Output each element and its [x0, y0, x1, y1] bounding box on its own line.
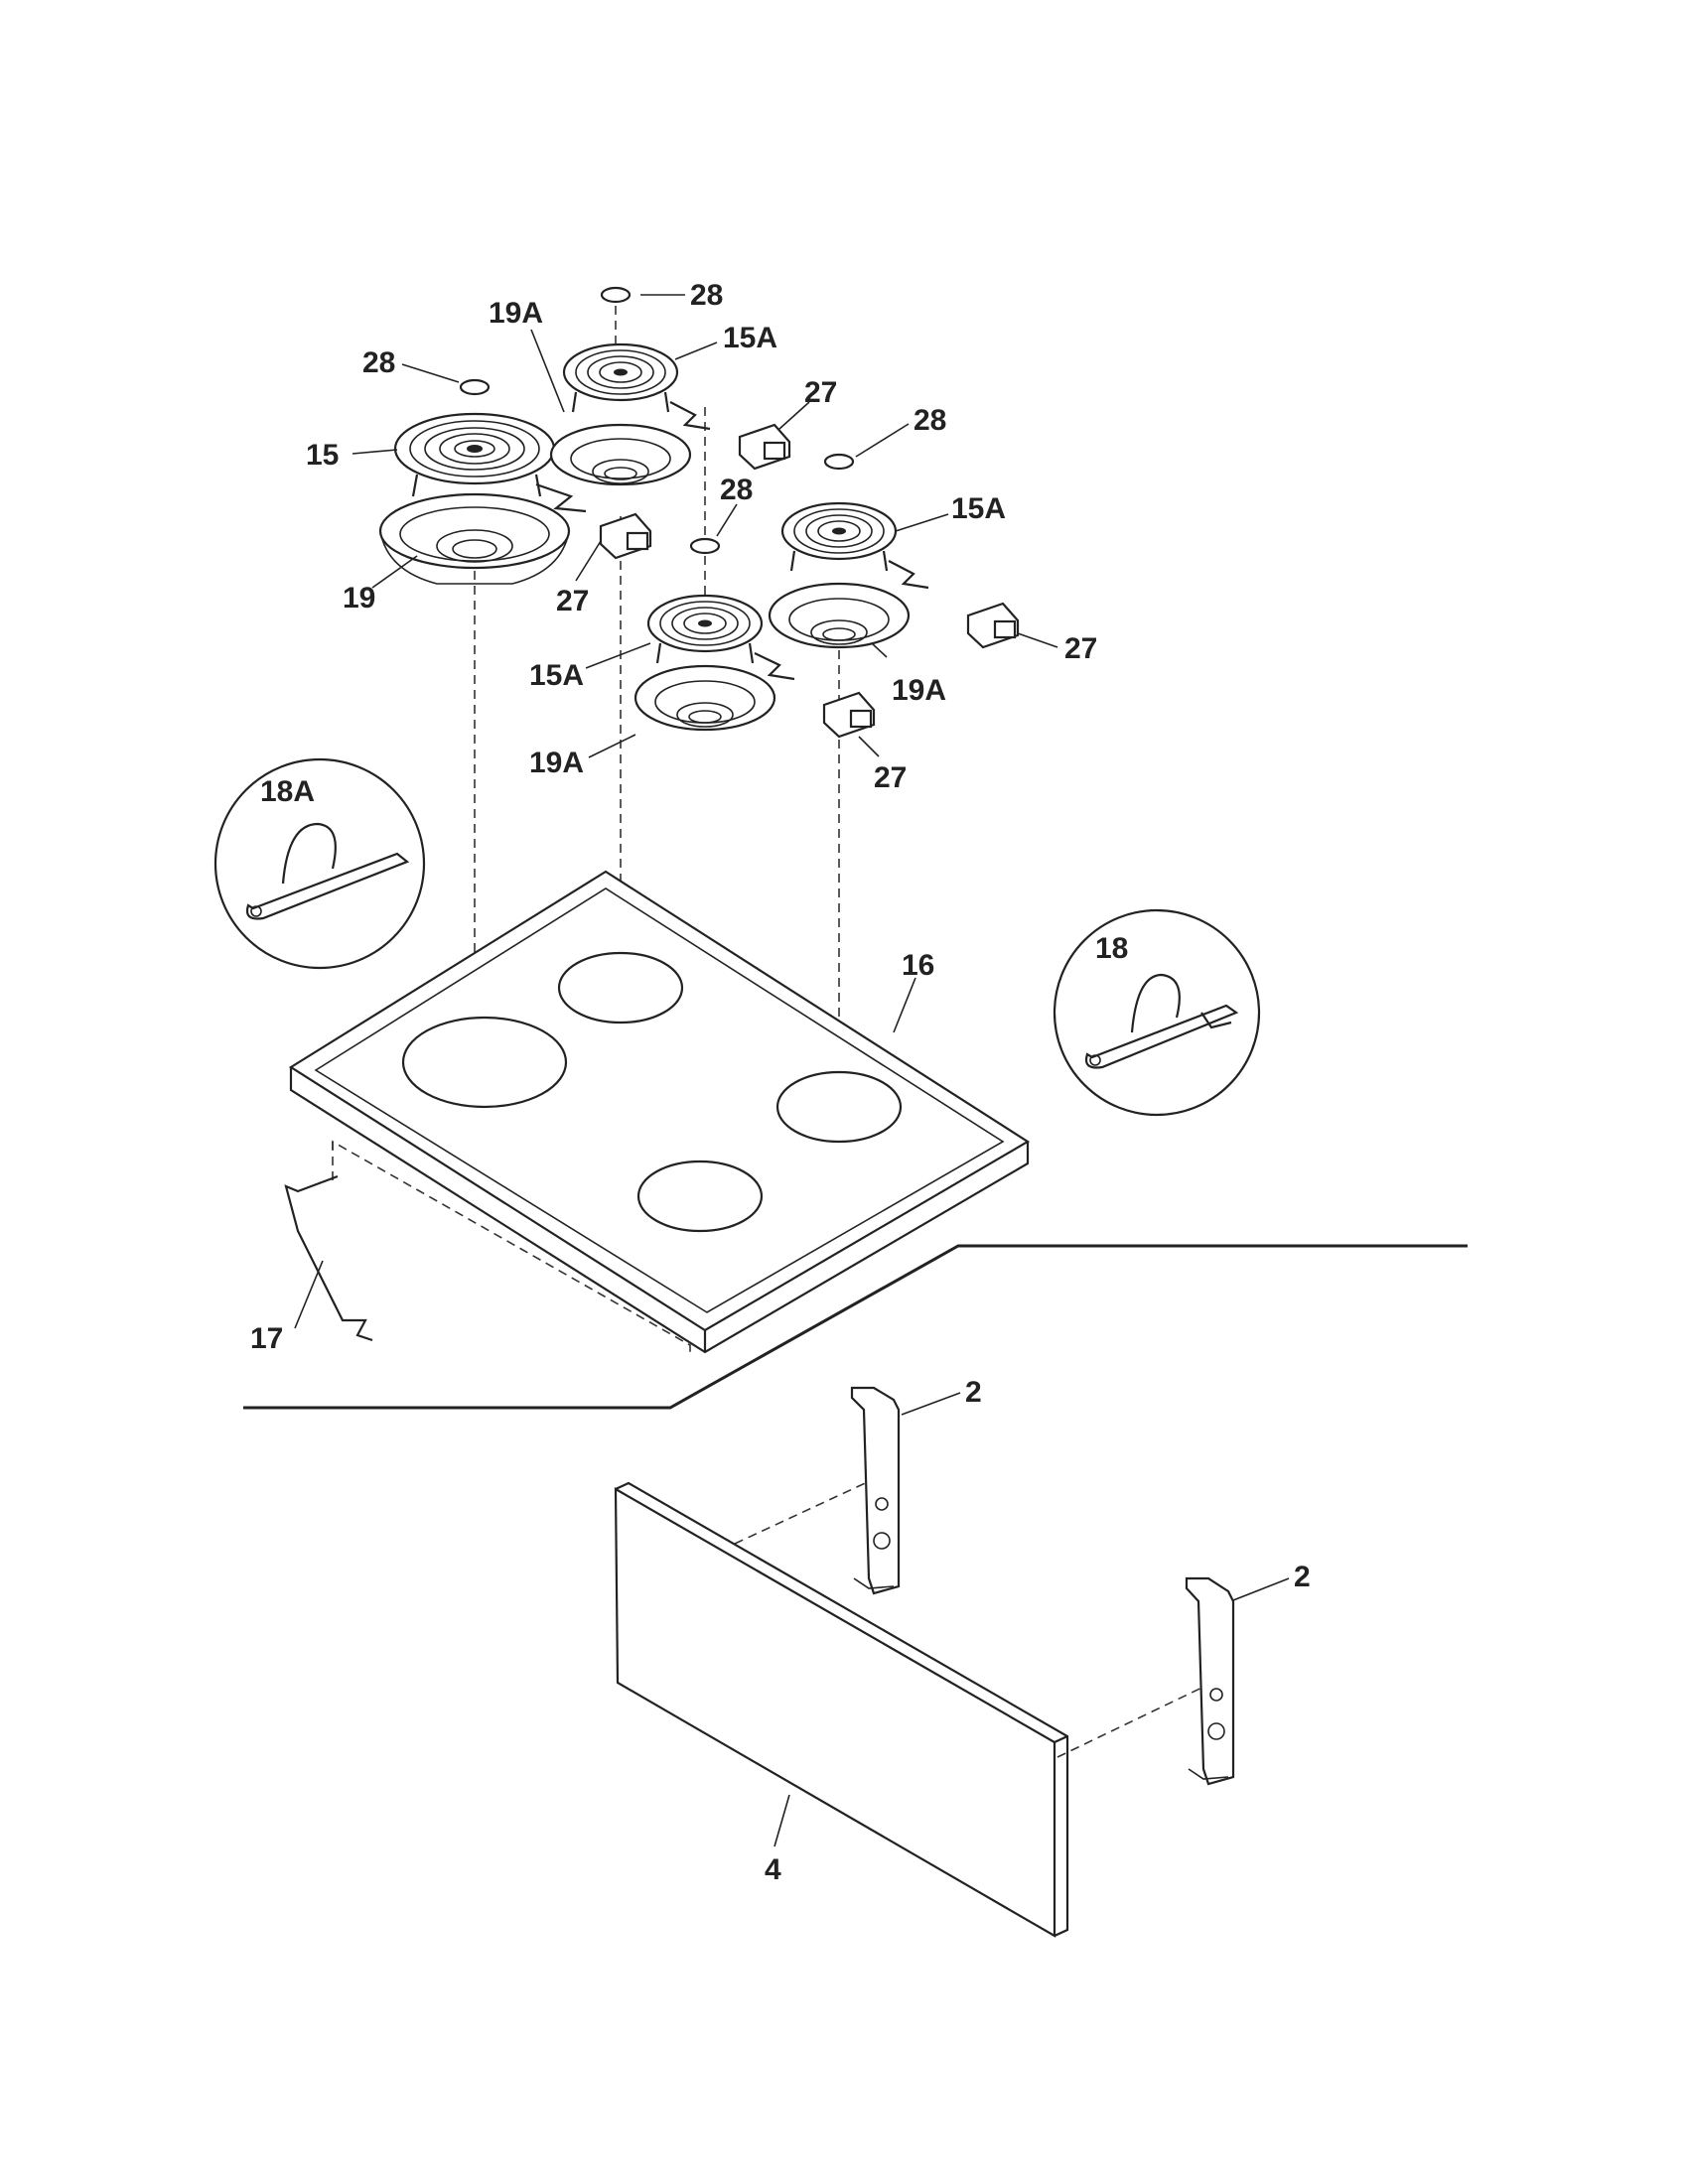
label-19a-front: 19A [529, 747, 584, 779]
section-divider [243, 1244, 1468, 1410]
label-15: 15 [306, 439, 339, 472]
label-28-right: 28 [914, 404, 946, 437]
trim-ring-28-back [600, 286, 632, 304]
detail-circle-18 [1053, 908, 1261, 1117]
bracket-2-left [850, 1386, 901, 1595]
receptacle-27-b [599, 512, 652, 560]
label-19: 19 [343, 582, 375, 614]
label-27-c: 27 [1064, 632, 1097, 665]
label-15a-right: 15A [951, 492, 1006, 525]
drip-bowl-19a-right [768, 582, 911, 649]
wire-hanger-17 [284, 1174, 373, 1342]
label-2-left: 2 [965, 1376, 982, 1409]
receptacle-27-d [822, 691, 876, 739]
leader-lines [294, 294, 1290, 1847]
surface-element-15a-front [646, 594, 795, 681]
label-16: 16 [902, 949, 934, 982]
trim-ring-28-right [823, 453, 855, 471]
label-28-back: 28 [690, 279, 723, 312]
label-27-b: 27 [556, 585, 589, 617]
label-28-front: 28 [720, 474, 753, 506]
bracket-2-right [1185, 1576, 1235, 1786]
label-18a: 18A [260, 775, 315, 808]
cooktop-16 [288, 870, 1031, 1354]
label-27-d: 27 [874, 761, 907, 794]
label-15a-front: 15A [529, 659, 584, 692]
label-18: 18 [1095, 932, 1128, 965]
label-15a-back: 15A [723, 322, 777, 354]
receptacle-27-a [738, 423, 791, 471]
label-4: 4 [765, 1853, 781, 1886]
label-27-a: 27 [804, 376, 837, 409]
drip-bowl-19a-front [633, 664, 776, 732]
drip-bowl-19 [378, 492, 571, 585]
surface-element-15a-right [780, 501, 929, 590]
front-panel-4 [614, 1481, 1069, 1938]
receptacle-27-c [966, 602, 1020, 649]
surface-element-15a-back [562, 342, 711, 431]
trim-ring-28-front [689, 537, 721, 555]
label-28-left: 28 [362, 346, 395, 379]
surface-element-15 [393, 412, 587, 513]
label-2-right: 2 [1294, 1561, 1311, 1593]
label-19a-right: 19A [892, 674, 946, 707]
label-17: 17 [250, 1322, 283, 1355]
trim-ring-28-left [459, 378, 491, 396]
drip-bowl-19a-back [549, 423, 692, 486]
detail-circle-18a [213, 757, 426, 970]
label-19a-back: 19A [489, 297, 543, 330]
callout-labels: 28 28 28 28 15A 15A 15A 15 19A 19A 19A 1… [250, 279, 1311, 1886]
